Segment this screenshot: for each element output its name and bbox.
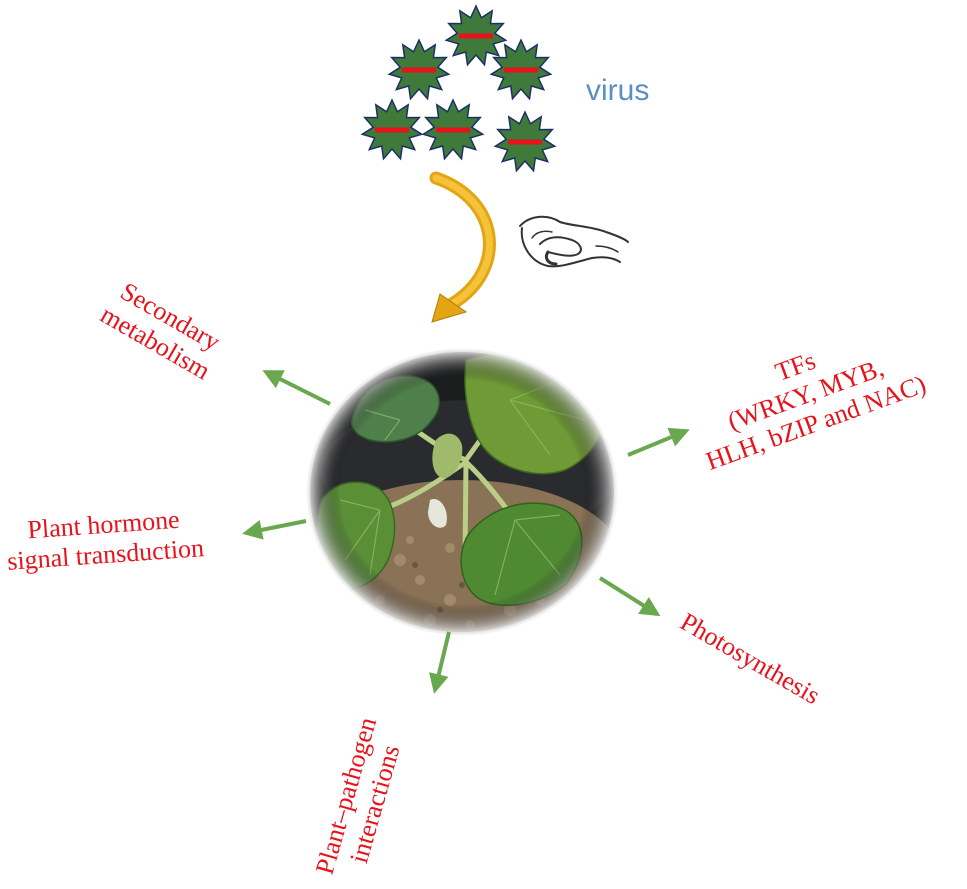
- virus-label: virus: [586, 74, 650, 107]
- arrow-photosynthesis: [598, 576, 661, 617]
- hand-rubbing-icon: [519, 215, 629, 268]
- inoculation-arrow: [429, 171, 496, 323]
- virus-rna-band: [436, 127, 470, 133]
- photo-vignette: [306, 348, 618, 636]
- virus-rna-band: [504, 67, 538, 73]
- virus-particles: [360, 4, 557, 173]
- arrow-tfs: [627, 427, 690, 457]
- arrow-secondary-metabolism: [262, 370, 331, 406]
- virus-rna-band: [459, 33, 493, 39]
- virus-rna-band: [375, 127, 409, 133]
- arrow-plant-hormone: [242, 519, 307, 540]
- virus-rna-band: [402, 67, 436, 73]
- outcome-arrows: [242, 370, 690, 694]
- virus-rna-band: [508, 139, 542, 145]
- arrow-plant-pathogen: [429, 631, 451, 694]
